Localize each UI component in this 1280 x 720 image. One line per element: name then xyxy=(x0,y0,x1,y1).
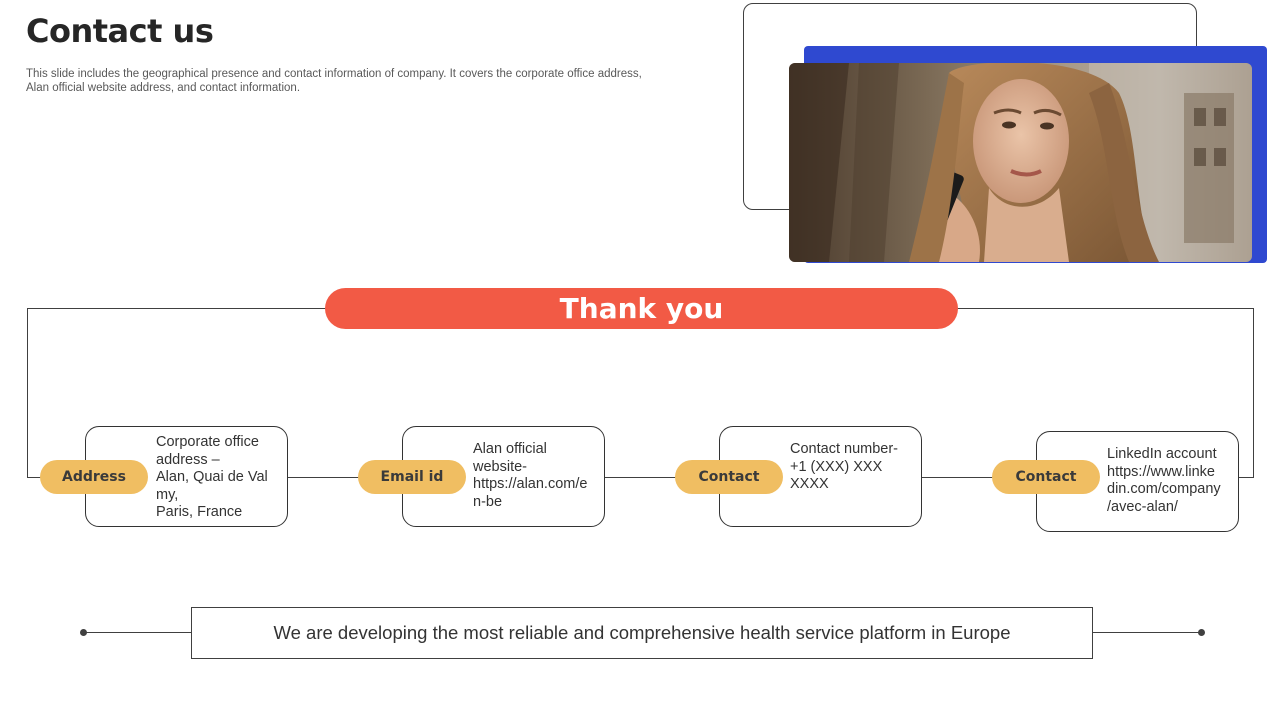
footer-line-right xyxy=(1092,632,1202,633)
page-subtitle: This slide includes the geographical pre… xyxy=(26,68,642,94)
address-card-text: Corporate office address – Alan, Quai de… xyxy=(156,434,268,520)
page-title: Contact us xyxy=(26,12,214,50)
thank-you-banner: Thank you xyxy=(325,288,958,329)
woman-on-phone-photo xyxy=(789,63,1252,262)
flow-line-right-vertical xyxy=(1253,308,1254,478)
email-pill: Email id xyxy=(358,460,466,494)
footer-line-left xyxy=(84,632,192,633)
linkedin-card-text: LinkedIn account https://www.linke din.c… xyxy=(1107,446,1221,515)
flow-line-top-right xyxy=(956,308,1253,309)
flow-line-left-vertical xyxy=(27,308,28,478)
email-card-text: Alan official website- https://alan.com/… xyxy=(473,441,588,510)
footer-dot-left xyxy=(80,629,87,636)
footer-dot-right xyxy=(1198,629,1205,636)
address-pill: Address xyxy=(40,460,148,494)
flow-line-top-left xyxy=(27,308,327,309)
linkedin-contact-pill: Contact xyxy=(992,460,1100,494)
contact-pill: Contact xyxy=(675,460,783,494)
flow-line-bottom xyxy=(27,477,1254,478)
contact-number-card-text: Contact number- +1 (XXX) XXX XXXX xyxy=(790,441,898,492)
footer-statement: We are developing the most reliable and … xyxy=(191,607,1093,659)
